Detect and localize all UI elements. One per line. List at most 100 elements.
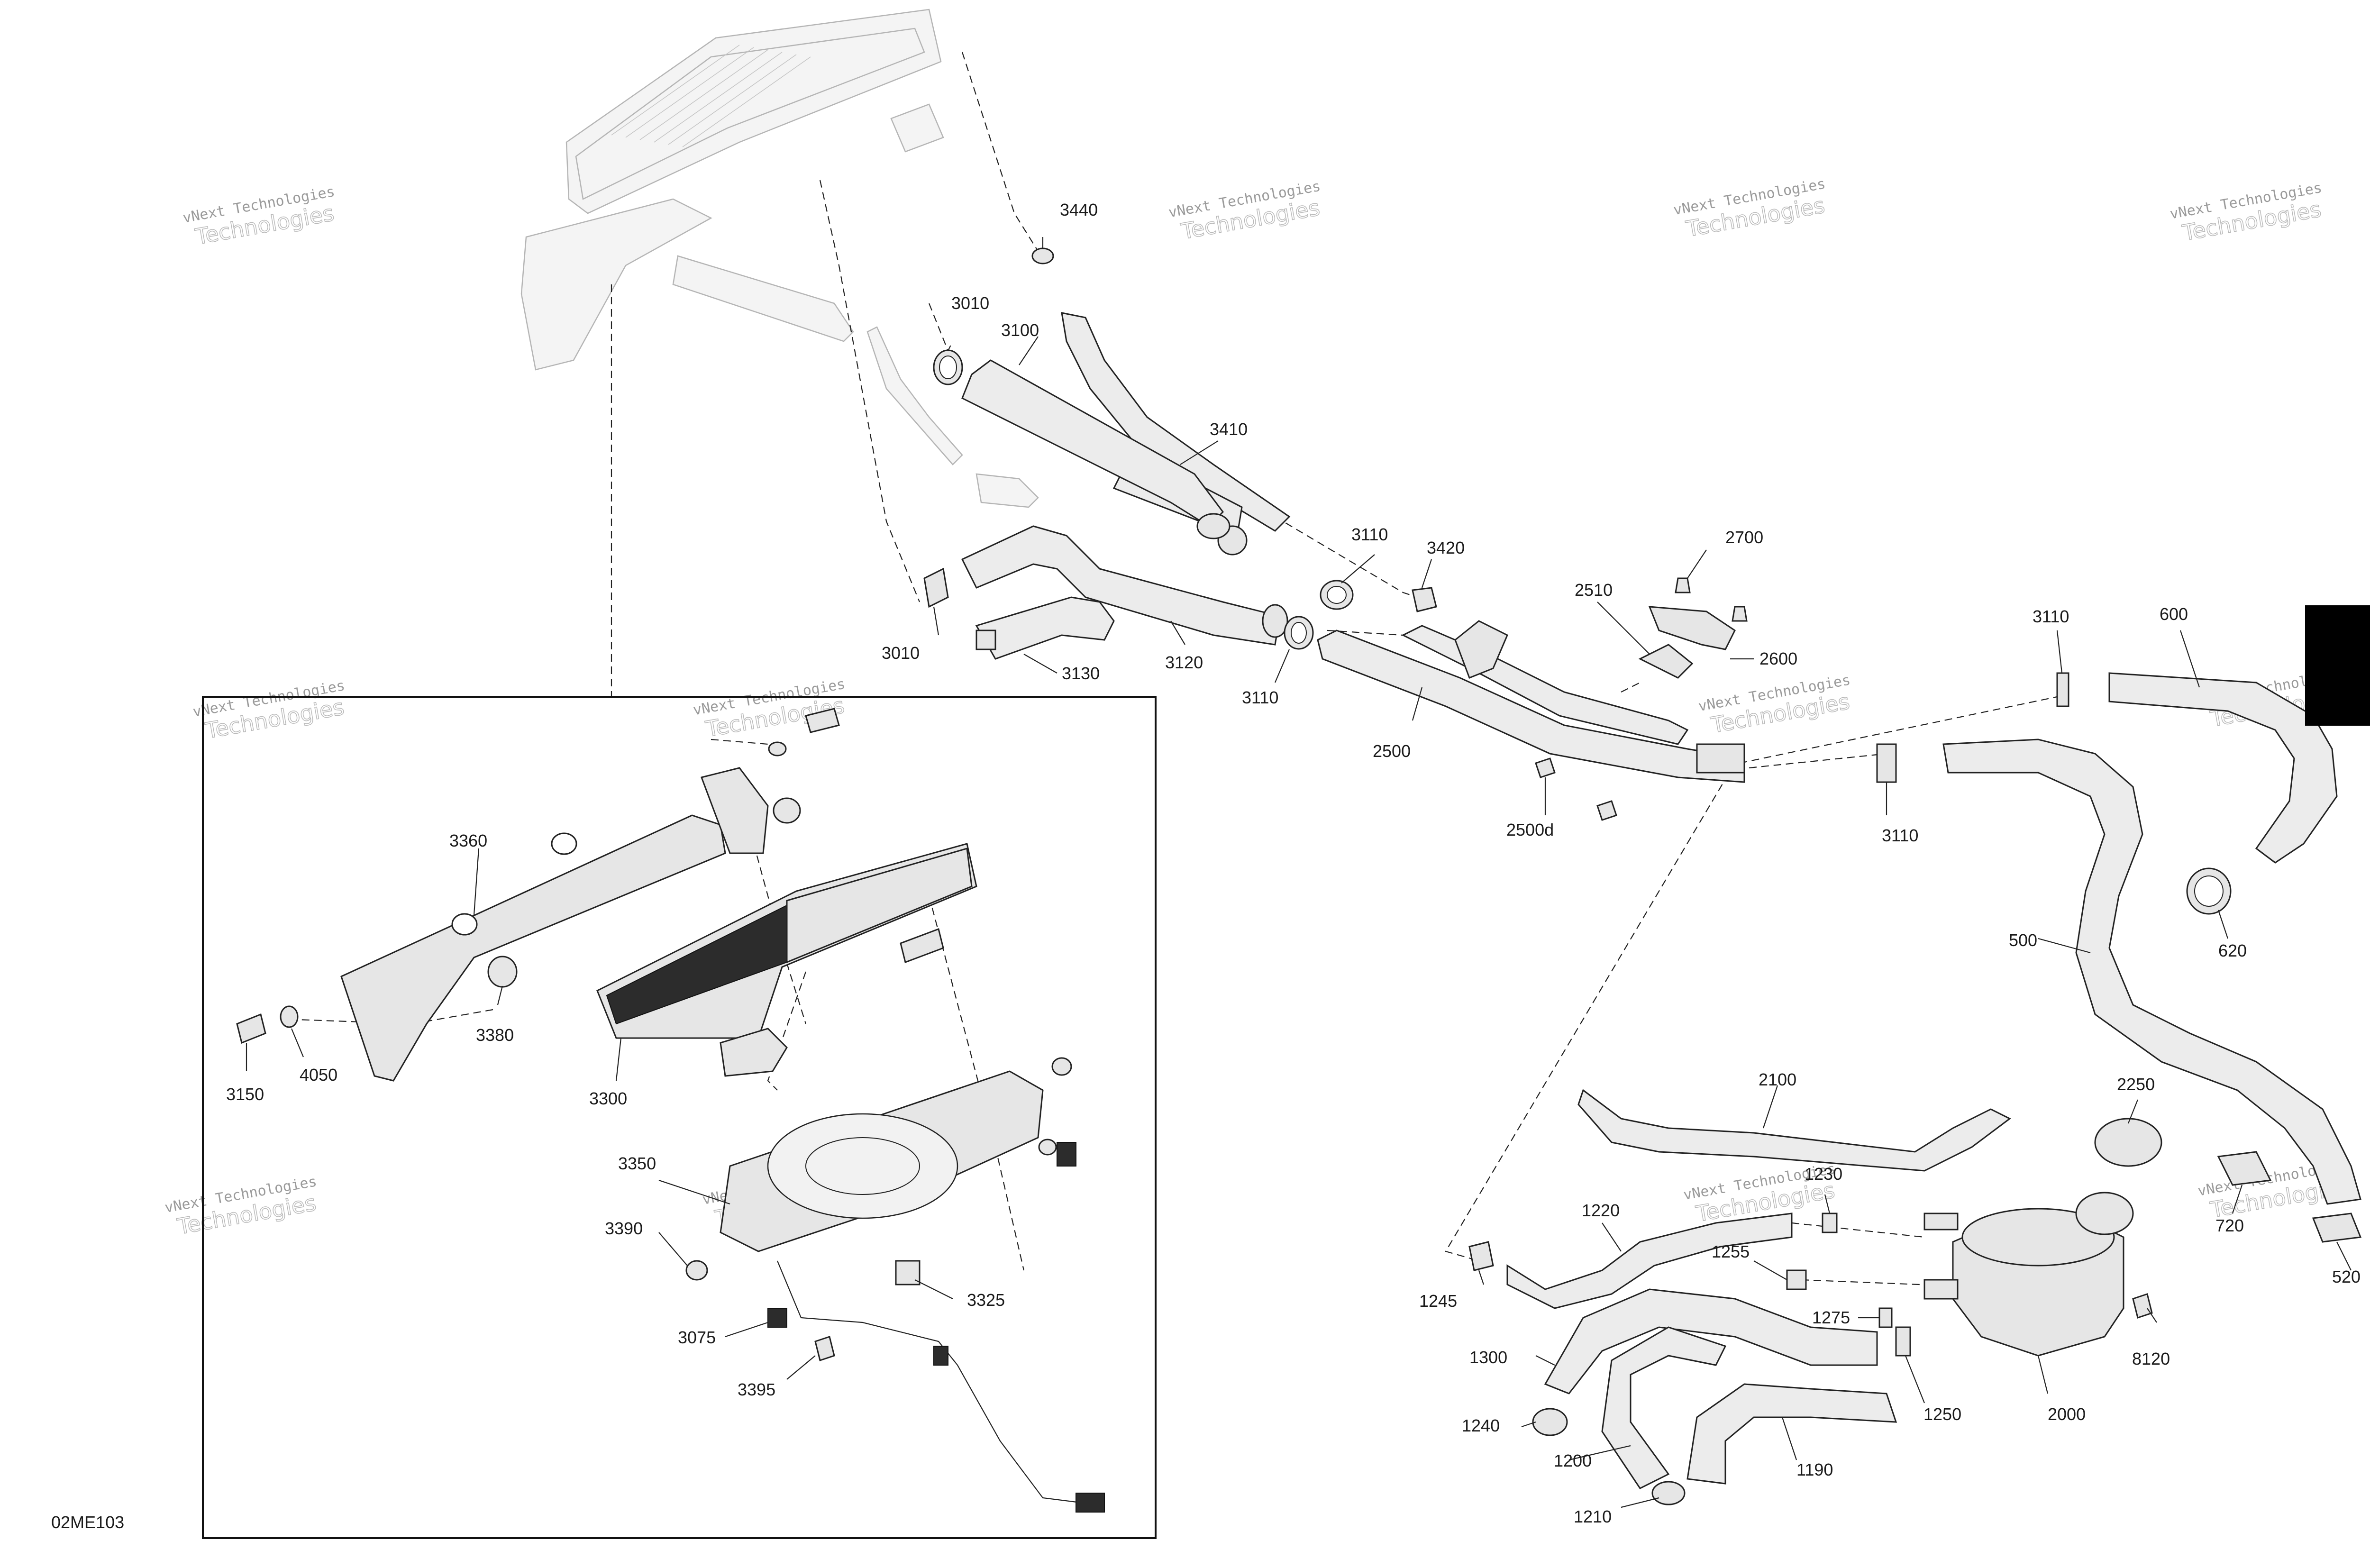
label-3110: 3110 xyxy=(1882,826,1918,845)
part-2700 xyxy=(1675,577,1748,622)
label-2500: 2500 xyxy=(1373,741,1411,761)
part-1210 xyxy=(1651,1481,1686,1505)
label-3380: 3380 xyxy=(476,1025,514,1045)
part-3325 xyxy=(895,1260,921,1285)
label-4050: 4050 xyxy=(300,1065,337,1085)
label-3120: 3120 xyxy=(1165,653,1203,672)
part-1250 xyxy=(1895,1326,1911,1357)
part-1220 xyxy=(1506,1212,1793,1309)
part-1255 xyxy=(1786,1269,1807,1290)
part-720 xyxy=(2217,1151,2272,1186)
detail-inset xyxy=(202,696,1157,1539)
part-2250 xyxy=(2094,1118,2162,1167)
upper-hose-parts xyxy=(923,247,2069,821)
part-3150 xyxy=(236,1013,266,1044)
part-3110-right xyxy=(1876,672,2069,783)
label-3420: 3420 xyxy=(1427,538,1465,557)
part-8120 xyxy=(2132,1293,2153,1319)
part-3440 xyxy=(1031,247,1054,264)
diagram-code: 02ME103 xyxy=(51,1513,124,1532)
part-2600 xyxy=(1648,606,1736,650)
label-2500d: 2500d xyxy=(1506,820,1554,839)
label-1220: 1220 xyxy=(1582,1201,1620,1220)
part-1275 xyxy=(1878,1307,1893,1328)
part-2500d xyxy=(1535,757,1617,821)
inset-harness xyxy=(776,1260,1105,1513)
label-3100: 3100 xyxy=(1001,320,1039,340)
watermark: vNext Technologies Technologies xyxy=(692,676,847,743)
part-620 xyxy=(2186,867,2232,915)
coolant-tank-parts xyxy=(1468,1089,2153,1505)
label-500: 500 xyxy=(2009,930,2037,950)
label-3440: 3440 xyxy=(1060,200,1098,219)
label-1190: 1190 xyxy=(1796,1460,1833,1479)
context-radiator-assembly xyxy=(520,9,1039,508)
label-3325: 3325 xyxy=(967,1290,1005,1310)
watermark: vNext Technologies Technologies xyxy=(182,183,337,250)
label-1255: 1255 xyxy=(1712,1242,1750,1261)
leader-lines xyxy=(246,237,2352,1508)
part-3350 xyxy=(720,1057,1076,1252)
label-3395: 3395 xyxy=(738,1380,775,1399)
label-1275: 1275 xyxy=(1812,1308,1850,1327)
label-2510: 2510 xyxy=(1575,580,1613,600)
part-1245 xyxy=(1468,1241,1494,1271)
section-tab xyxy=(2305,605,2370,726)
label-3075: 3075 xyxy=(678,1328,716,1347)
part-3300 xyxy=(596,843,977,1077)
label-1300: 1300 xyxy=(1469,1348,1507,1367)
part-1240 xyxy=(1532,1408,1568,1436)
part-1230 xyxy=(1822,1212,1838,1233)
part-500 xyxy=(1942,738,2361,1205)
part-3010-upper xyxy=(933,349,963,385)
watermark: vNext Technologies Technologies xyxy=(1167,178,1322,245)
part-3100 xyxy=(961,359,1231,539)
part-1190 xyxy=(1686,1383,1897,1485)
label-3410: 3410 xyxy=(1210,419,1248,439)
part-2000 xyxy=(1923,1192,2134,1357)
label-3010: 3010 xyxy=(951,293,989,313)
part-3120 xyxy=(961,525,1288,646)
label-3130: 3130 xyxy=(1062,664,1100,683)
part-3395 xyxy=(814,1336,835,1361)
label-3360: 3360 xyxy=(449,831,487,850)
label-3110: 3110 xyxy=(1242,688,1278,707)
label-2000: 2000 xyxy=(2048,1404,2086,1424)
part-3110-middle xyxy=(1284,616,1314,650)
part-3075 xyxy=(767,1308,787,1328)
part-3380 xyxy=(487,956,518,988)
label-2600: 2600 xyxy=(1759,649,1797,668)
part-520 xyxy=(2312,1212,2362,1243)
part-1300 xyxy=(1544,1288,1878,1395)
part-3420 xyxy=(1412,587,1437,612)
label-8120: 8120 xyxy=(2132,1349,2170,1368)
part-3130 xyxy=(975,596,1115,660)
label-3350: 3350 xyxy=(618,1154,656,1173)
part-1200 xyxy=(1601,1326,1727,1489)
part-3010-lower xyxy=(923,567,949,608)
label-3110: 3110 xyxy=(1351,525,1388,544)
part-3360 xyxy=(340,767,769,1082)
label-3110: 3110 xyxy=(2033,607,2069,626)
watermark: vNext Technologies Technologies xyxy=(2169,180,2324,246)
label-1250: 1250 xyxy=(1923,1404,1961,1424)
label-3390: 3390 xyxy=(605,1219,643,1238)
label-600: 600 xyxy=(2160,604,2188,624)
assembly-guides xyxy=(284,52,2058,1285)
inset-bolts xyxy=(768,708,840,824)
watermark: vNext Technologies Technologies xyxy=(1672,175,1827,242)
watermark: vNext Technologies Technologies xyxy=(191,677,346,744)
part-2100 xyxy=(1577,1089,2011,1172)
label-620: 620 xyxy=(2218,941,2247,960)
watermark: vNext Technologies Technologies xyxy=(1697,672,1852,738)
label-520: 520 xyxy=(2332,1267,2361,1286)
label-1200: 1200 xyxy=(1554,1451,1592,1470)
label-3300: 3300 xyxy=(589,1089,627,1108)
label-720: 720 xyxy=(2215,1216,2244,1235)
label-1245: 1245 xyxy=(1419,1291,1457,1311)
label-3010: 3010 xyxy=(882,643,920,663)
label-2700: 2700 xyxy=(1725,528,1763,547)
label-1240: 1240 xyxy=(1462,1416,1500,1435)
label-2250: 2250 xyxy=(2117,1075,2155,1094)
